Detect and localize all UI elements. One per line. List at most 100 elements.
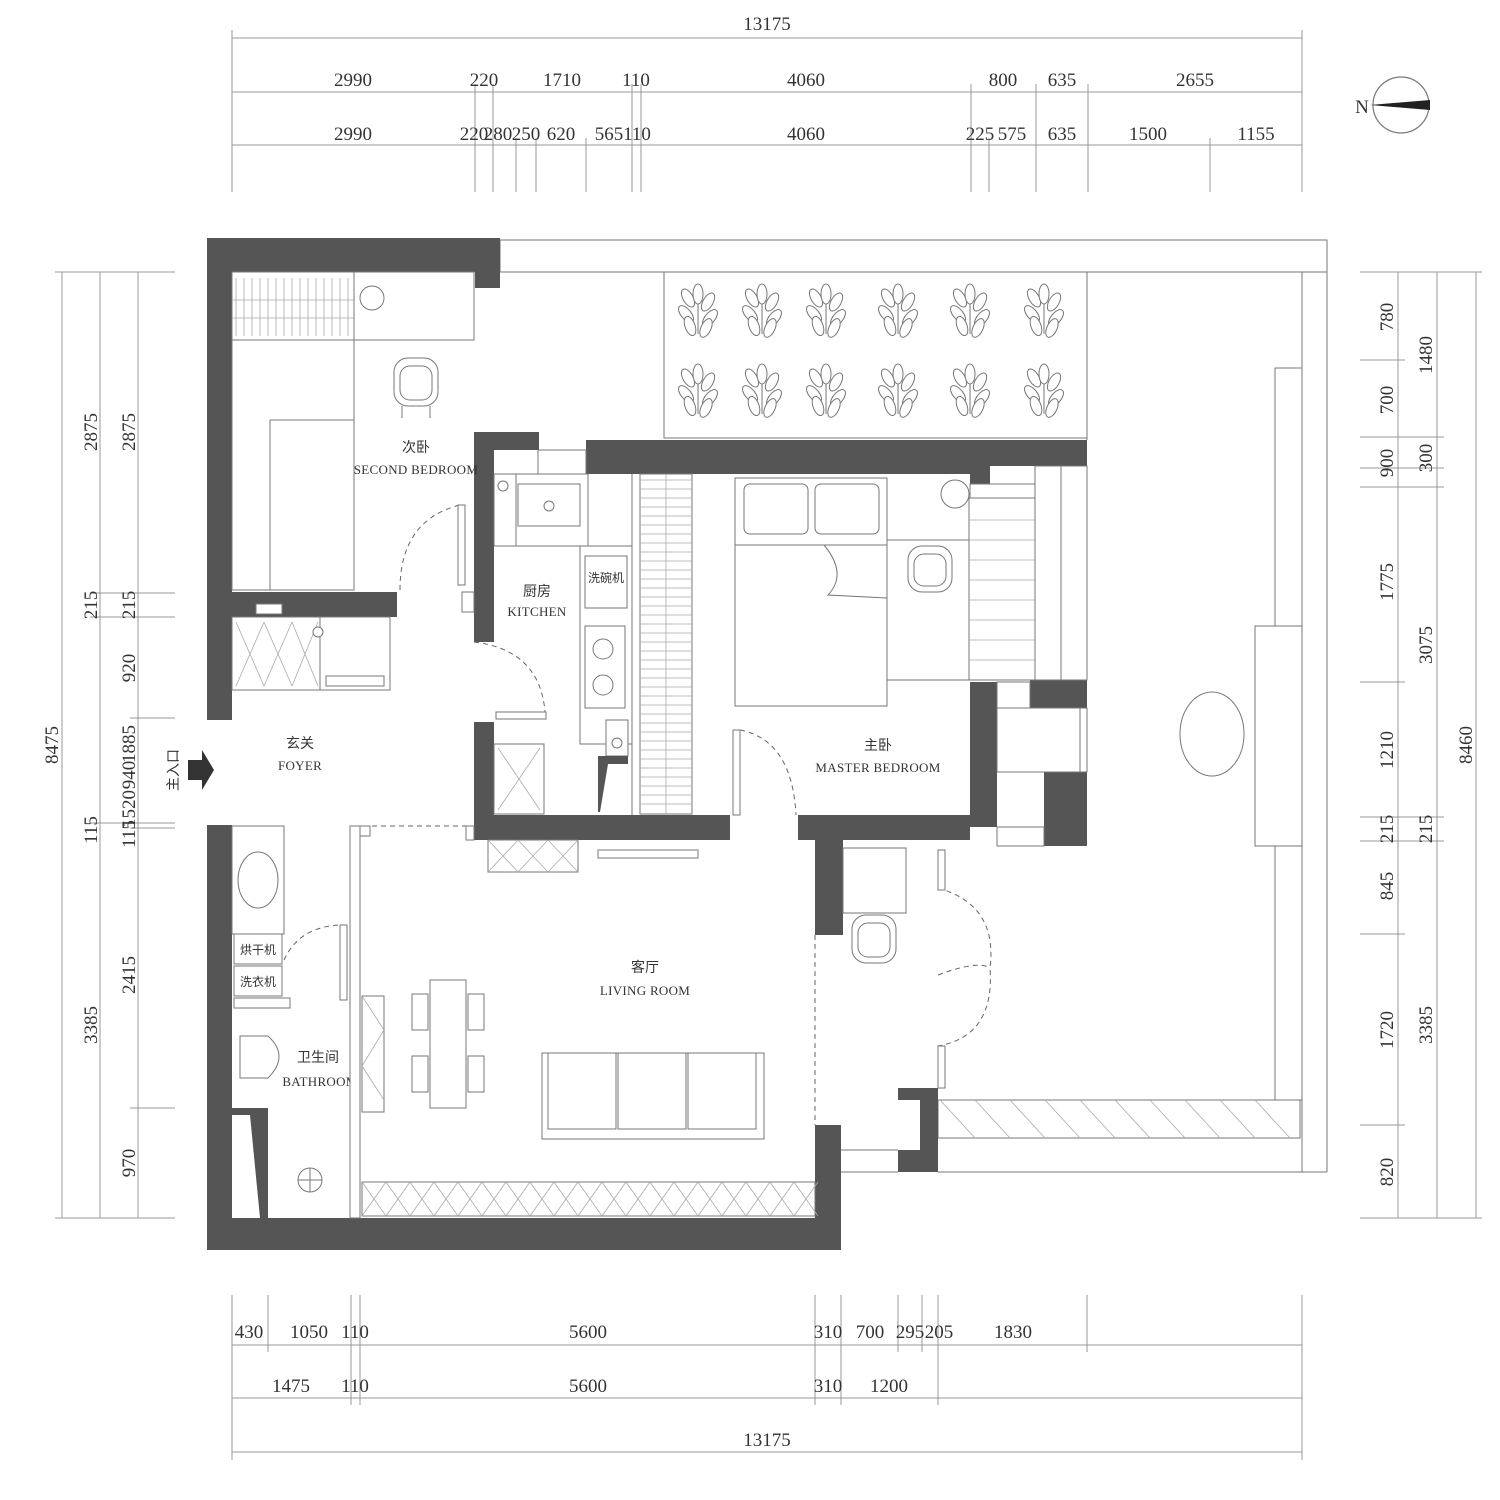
top-r2-9: 575 bbox=[998, 124, 1027, 145]
left-c2-2: 920 bbox=[119, 654, 140, 683]
top-total-dim: 13175 bbox=[743, 14, 791, 35]
washer-label: 洗衣机 bbox=[240, 974, 276, 989]
second-bedroom-cn: 次卧 bbox=[402, 440, 430, 456]
walls bbox=[207, 238, 1087, 1250]
plant-icon bbox=[742, 283, 782, 338]
top-r2-1: 220 bbox=[460, 124, 489, 145]
study-chair-icon bbox=[851, 914, 897, 964]
right-c2-0: 1480 bbox=[1416, 336, 1437, 374]
plant-icon bbox=[678, 363, 718, 418]
terrace-outline bbox=[499, 239, 1328, 1173]
top-r2-5: 565 bbox=[595, 124, 624, 145]
left-c1-0: 2875 bbox=[81, 413, 102, 451]
plant-icon bbox=[950, 363, 990, 418]
bot-r1-0: 430 bbox=[235, 1322, 264, 1343]
top-r1-3: 110 bbox=[622, 70, 650, 91]
master-bedroom-cn: 主卧 bbox=[864, 738, 892, 754]
bottom-dimensions: 430 1050 110 5600 310 700 295 205 1830 1… bbox=[231, 1295, 1303, 1460]
kitchen-cn: 厨房 bbox=[523, 584, 551, 600]
kitchen-en: KITCHEN bbox=[507, 604, 566, 619]
top-r1-5: 800 bbox=[989, 70, 1018, 91]
round-table bbox=[1179, 691, 1245, 777]
left-c2-8: 970 bbox=[119, 1149, 140, 1178]
dishwasher-label: 洗碗机 bbox=[588, 570, 624, 585]
chair-icon bbox=[393, 357, 439, 418]
bot-r1-7: 205 bbox=[925, 1322, 954, 1343]
left-c2-3: 1885 bbox=[119, 725, 140, 763]
plant-icon bbox=[678, 283, 718, 338]
bot-r1-8: 1830 bbox=[994, 1322, 1032, 1343]
left-c2-4: 940 bbox=[119, 761, 140, 790]
entrance-arrow-icon bbox=[188, 750, 214, 790]
plant-icon bbox=[742, 363, 782, 418]
right-c1-3: 1775 bbox=[1377, 563, 1398, 601]
foyer: 玄关 FOYER 主入口 bbox=[166, 735, 475, 841]
bot-r1-2: 110 bbox=[341, 1322, 369, 1343]
plant-icon bbox=[950, 283, 990, 338]
right-c2-1: 300 bbox=[1416, 444, 1437, 473]
living-room-cn: 客厅 bbox=[631, 959, 659, 976]
right-total-dim: 8460 bbox=[1456, 726, 1477, 764]
sofa bbox=[541, 1052, 765, 1140]
right-c1-4: 1210 bbox=[1377, 731, 1398, 769]
left-total-dim: 8475 bbox=[42, 726, 63, 764]
right-c2-4: 3385 bbox=[1416, 1006, 1437, 1044]
right-c1-8: 820 bbox=[1377, 1158, 1398, 1187]
second-bedroom-en: SECOND BEDROOM bbox=[354, 462, 479, 477]
plant-icon bbox=[878, 363, 918, 418]
compass-needle-icon bbox=[1370, 100, 1430, 110]
top-r1-7: 2655 bbox=[1176, 70, 1214, 91]
plant-icon bbox=[878, 283, 918, 338]
left-c2-1: 215 bbox=[119, 591, 140, 620]
top-r1-6: 635 bbox=[1048, 70, 1077, 91]
top-r2-8: 225 bbox=[966, 124, 995, 145]
top-r2-12: 1155 bbox=[1237, 124, 1274, 145]
entrance-label: 主入口 bbox=[166, 749, 182, 791]
stair-steps bbox=[640, 474, 692, 814]
top-r2-7: 4060 bbox=[787, 124, 825, 145]
plant-icon bbox=[1024, 363, 1064, 418]
bot-r1-3: 5600 bbox=[569, 1322, 607, 1343]
desk-chair-icon bbox=[907, 545, 953, 593]
kitchen: 洗碗机 厨房 KITCHEN bbox=[473, 449, 633, 815]
right-dimensions: 8460 780 700 900 1775 1210 215 845 1720 … bbox=[1360, 271, 1482, 1219]
top-r1-1: 220 bbox=[470, 70, 499, 91]
compass-label: N bbox=[1355, 97, 1369, 118]
top-dimensions: 13175 2990 220 1710 110 4060 800 635 265… bbox=[231, 14, 1303, 192]
bot-r1-4: 310 bbox=[814, 1322, 843, 1343]
right-c1-6: 845 bbox=[1377, 872, 1398, 901]
bot-r2-1: 110 bbox=[341, 1376, 369, 1397]
right-c1-2: 900 bbox=[1377, 449, 1398, 478]
left-c2-7: 2415 bbox=[119, 956, 140, 994]
top-r2-11: 1500 bbox=[1129, 124, 1167, 145]
left-c1-2: 3385 bbox=[81, 1006, 102, 1044]
top-r2-10: 635 bbox=[1048, 124, 1077, 145]
closet-lines bbox=[969, 519, 1035, 661]
staircase bbox=[631, 473, 693, 815]
living-room: 客厅 LIVING ROOM bbox=[361, 839, 992, 1217]
bot-r2-3: 310 bbox=[814, 1376, 843, 1397]
bottom-window-hatch bbox=[361, 1181, 819, 1217]
top-r1-2: 1710 bbox=[543, 70, 581, 91]
right-c1-5: 215 bbox=[1377, 815, 1398, 844]
second-bedroom: 次卧 SECOND BEDROOM bbox=[231, 271, 479, 691]
bathroom-en: BATHROOM bbox=[282, 1074, 357, 1089]
top-r2-2: 280 bbox=[484, 124, 513, 145]
bottom-total-dim: 13175 bbox=[743, 1430, 791, 1451]
bot-r1-5: 700 bbox=[856, 1322, 885, 1343]
planter bbox=[663, 271, 1088, 439]
plant-icon bbox=[1024, 283, 1064, 338]
plants bbox=[678, 283, 1064, 418]
bot-r2-0: 1475 bbox=[272, 1376, 310, 1397]
top-r1-4: 4060 bbox=[787, 70, 825, 91]
top-r2-3: 250 bbox=[512, 124, 541, 145]
left-c2-0: 2875 bbox=[119, 413, 140, 451]
left-c2-6: 115 bbox=[119, 820, 140, 848]
plant-icon bbox=[806, 283, 846, 338]
top-r2-4: 620 bbox=[547, 124, 576, 145]
top-r1-0: 2990 bbox=[334, 70, 372, 91]
right-c1-7: 1720 bbox=[1377, 1011, 1398, 1049]
bathroom-cn: 卫生间 bbox=[297, 1050, 339, 1066]
bathroom: 烘干机 洗衣机 卫生间 BATHROOM bbox=[231, 825, 361, 1219]
